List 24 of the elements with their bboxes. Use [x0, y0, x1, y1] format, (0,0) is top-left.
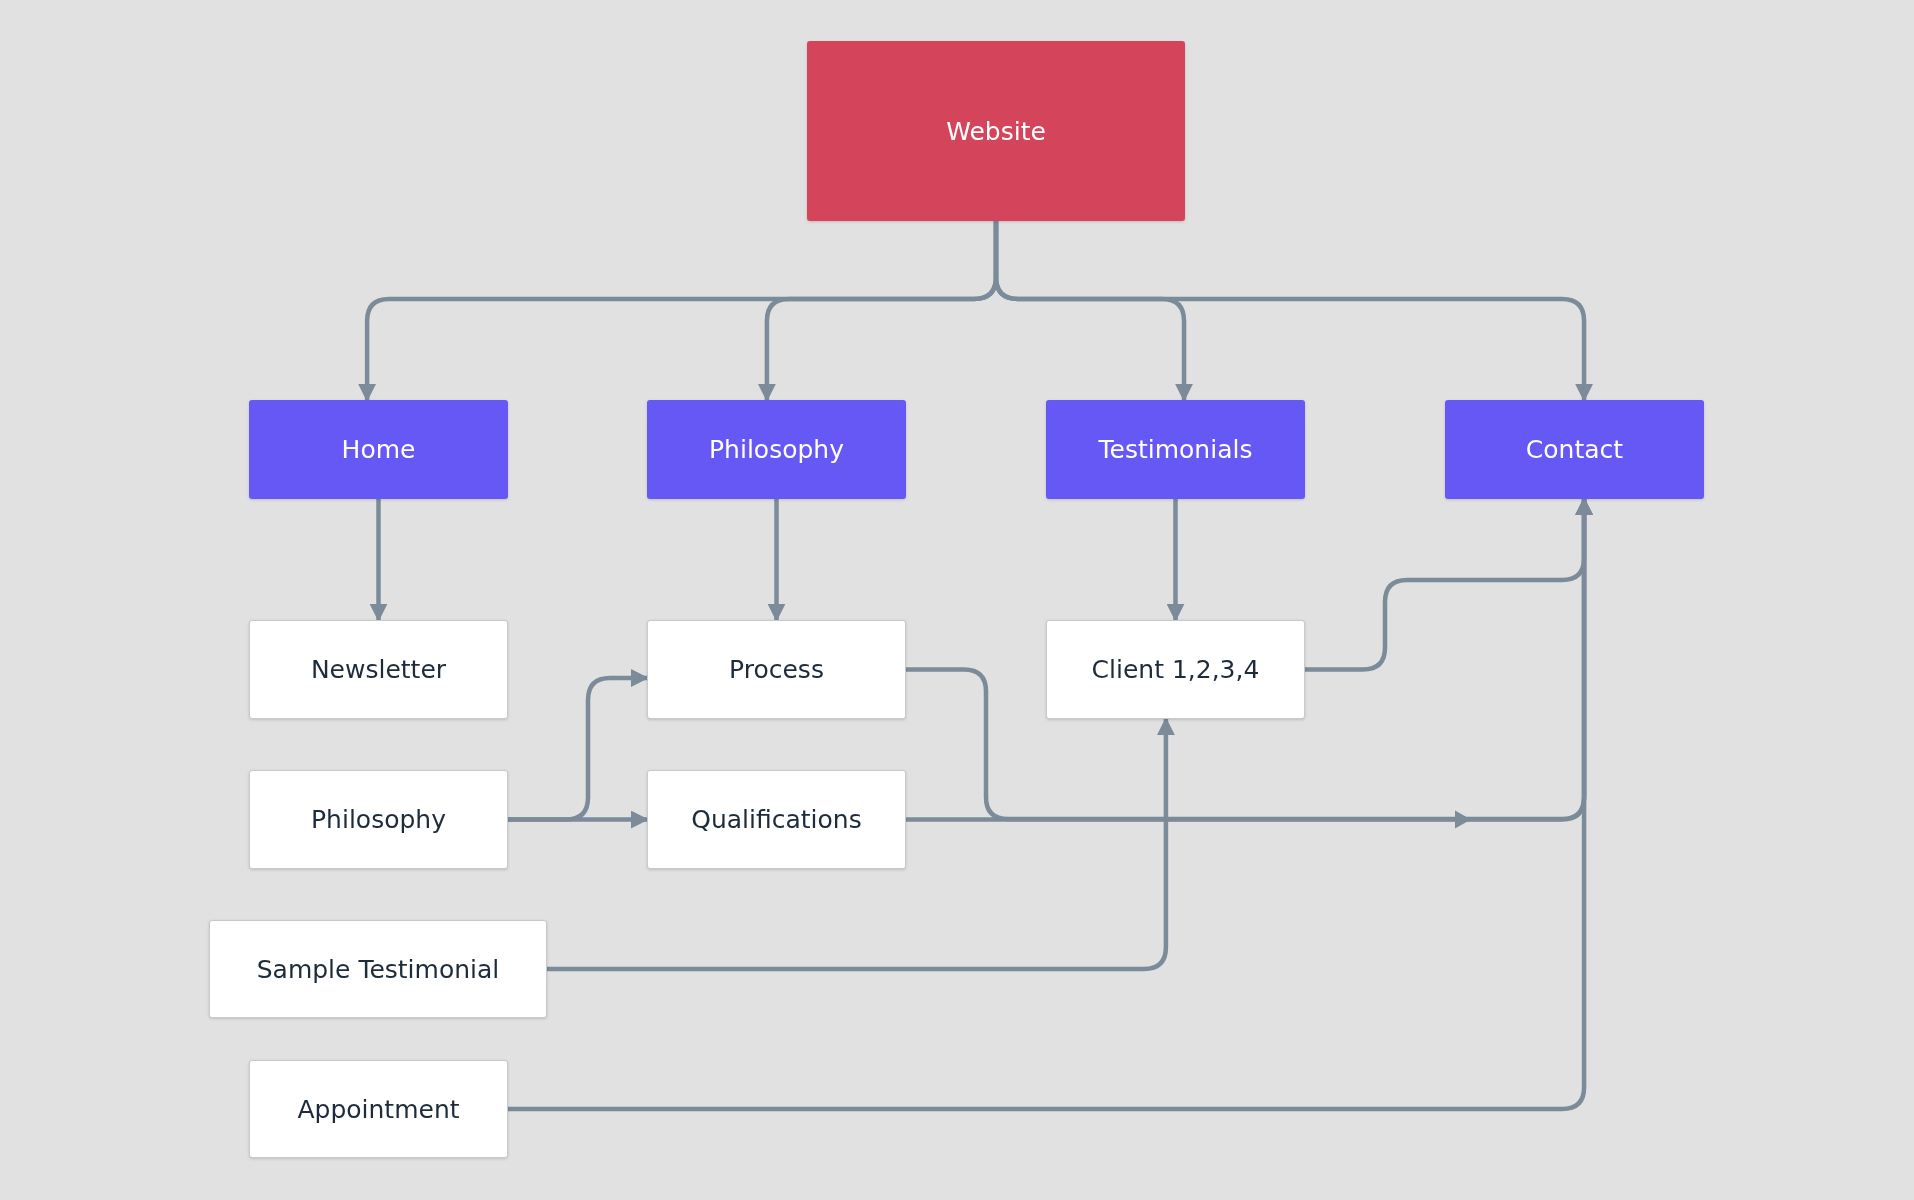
page-box [249, 1060, 508, 1158]
node-label: Process [728, 655, 825, 684]
node-label: Appointment [296, 1094, 461, 1124]
node-label: Client 1,2,3,4 [1090, 655, 1261, 684]
node-label: Philosophy [310, 805, 447, 834]
node-label: Contact [1524, 435, 1625, 464]
page-box [209, 920, 547, 1018]
node-label: Home [340, 435, 417, 464]
node-label: Testimonials [1097, 435, 1254, 464]
page-box [249, 620, 508, 719]
page-box [647, 770, 906, 869]
section-box [647, 400, 906, 499]
node-label: Sample Testimonial [255, 954, 501, 984]
section-box [1445, 400, 1704, 499]
page-box [647, 620, 906, 719]
node-label: Website [945, 116, 1047, 146]
section-box [1046, 400, 1305, 499]
node-label: Newsletter [309, 655, 448, 684]
root-box [807, 41, 1185, 221]
page-box [249, 770, 508, 869]
page-box [1046, 620, 1305, 719]
node-label: Philosophy [708, 435, 845, 464]
section-box [249, 400, 508, 499]
node-label: Qualifications [690, 805, 863, 834]
